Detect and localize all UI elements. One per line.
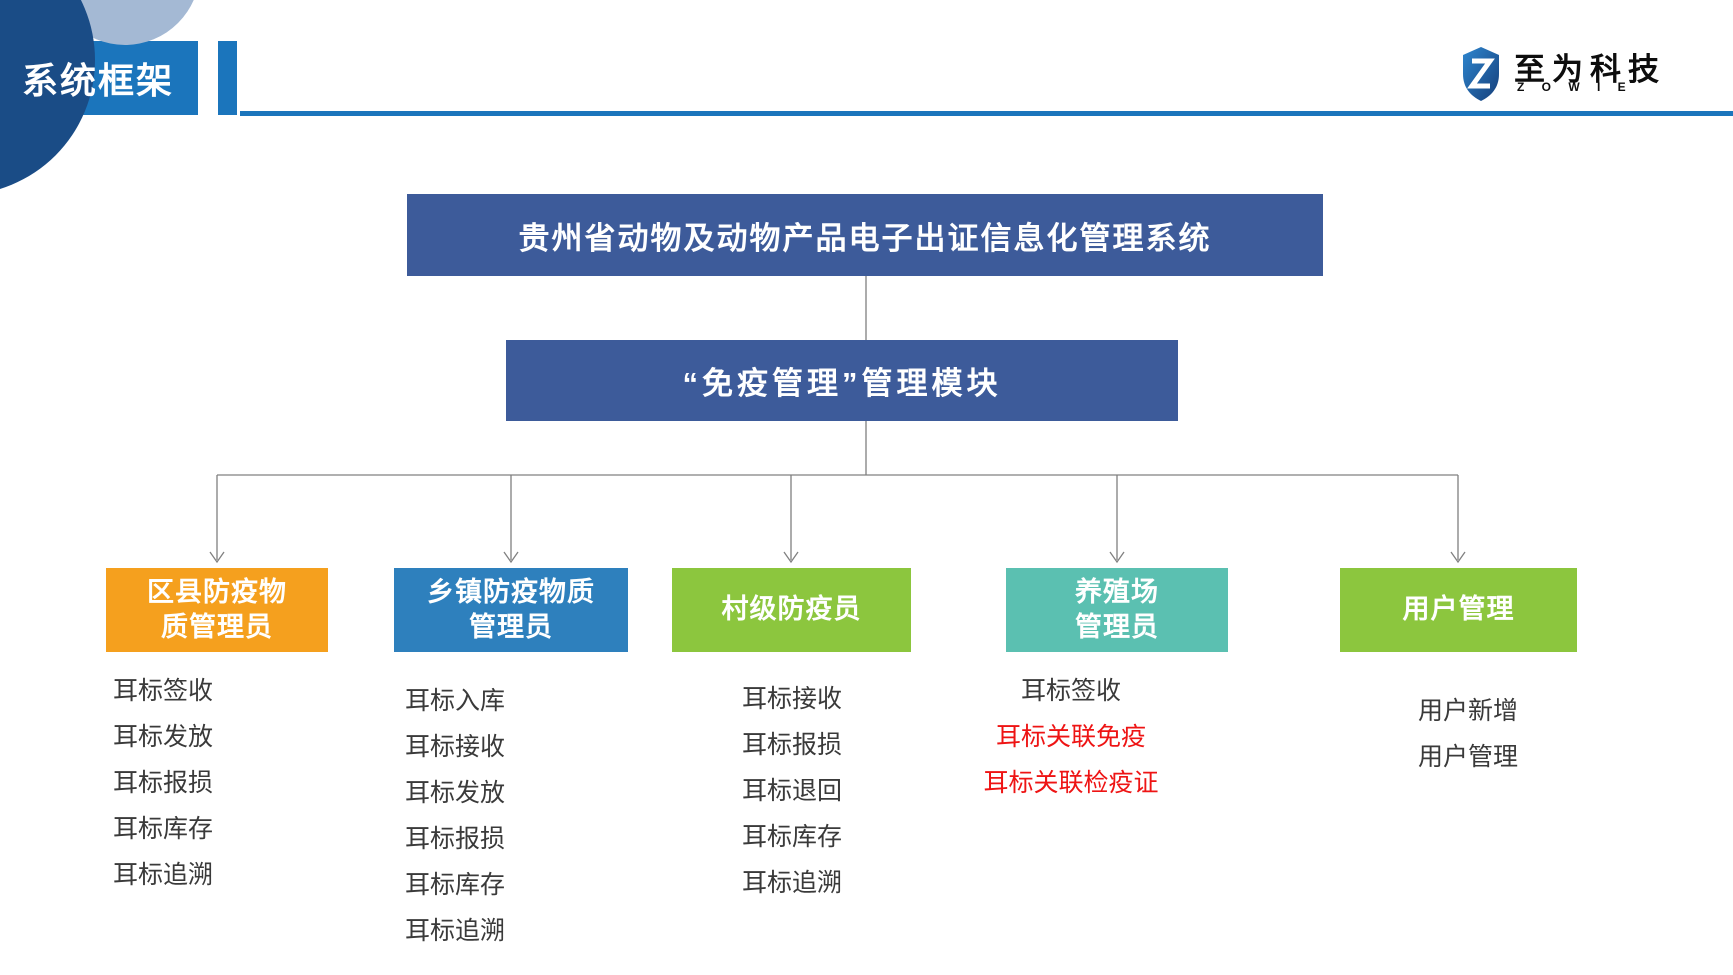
org-column-farm: 养殖场管理员 耳标签收耳标关联免疫耳标关联检疫证 — [983, 568, 1228, 806]
role-item-list: 耳标入库耳标接收耳标发放耳标报损耳标库存耳标追溯 — [405, 678, 628, 954]
function-item: 耳标关联免疫 — [995, 723, 1146, 751]
role-box-label-line: 乡镇防疫物质 — [427, 576, 595, 607]
zowie-shield-logo-icon — [1463, 47, 1499, 101]
role-box-label-line: 管理员 — [469, 612, 553, 642]
function-item: 耳标追溯 — [742, 869, 843, 897]
function-item: 耳标接收 — [405, 733, 506, 761]
role-box-label-line: 村级防疫员 — [721, 594, 862, 625]
function-item: 耳标报损 — [405, 825, 506, 853]
logo-subtitle-text: Z O W I E — [1517, 80, 1633, 94]
page-title: 系统框架 — [22, 60, 175, 101]
org-column-users: 用户管理 用户新增用户管理 — [1340, 568, 1577, 780]
function-item: 耳标退回 — [742, 777, 843, 805]
function-item: 耳标发放 — [405, 779, 506, 807]
function-item: 耳标库存 — [742, 823, 843, 851]
role-box: 村级防疫员 — [672, 568, 911, 652]
org-column-district: 区县防疫物质管理员 耳标签收耳标发放耳标报损耳标库存耳标追溯 — [106, 568, 328, 898]
role-box: 乡镇防疫物质管理员 — [394, 568, 628, 652]
org-column-township: 乡镇防疫物质管理员 耳标入库耳标接收耳标发放耳标报损耳标库存耳标追溯 — [394, 568, 628, 954]
function-item: 耳标签收 — [1020, 677, 1121, 705]
logo-name-text: 至为科技 — [1514, 52, 1666, 87]
function-item: 耳标发放 — [113, 723, 214, 751]
role-box-label-line: 区县防疫物 — [147, 576, 287, 607]
function-item: 耳标报损 — [113, 769, 214, 797]
role-box-label-line: 养殖场 — [1075, 576, 1159, 607]
function-item: 耳标关联检疫证 — [983, 769, 1159, 797]
function-item: 耳标报损 — [742, 731, 843, 759]
company-logo: 至为科技 Z O W I E — [1462, 44, 1722, 104]
function-item: 耳标入库 — [405, 687, 506, 715]
function-item: 耳标签收 — [113, 677, 214, 705]
function-item: 用户管理 — [1418, 743, 1519, 771]
function-item: 耳标追溯 — [113, 861, 214, 889]
role-box-label-line: 用户管理 — [1402, 594, 1515, 625]
org-column-village: 村级防疫员 耳标接收耳标报损耳标退回耳标库存耳标追溯 — [672, 568, 911, 906]
role-item-list: 耳标接收耳标报损耳标退回耳标库存耳标追溯 — [742, 676, 911, 906]
function-item: 耳标库存 — [113, 815, 214, 843]
role-item-list: 用户新增用户管理 — [1418, 688, 1577, 780]
role-item-list: 耳标签收耳标关联免疫耳标关联检疫证 — [960, 668, 1182, 806]
role-box: 用户管理 — [1340, 568, 1577, 652]
org-root-node: 贵州省动物及动物产品电子出证信息化管理系统 — [407, 194, 1323, 276]
role-box-label-line: 质管理员 — [161, 612, 273, 642]
role-item-list: 耳标签收耳标发放耳标报损耳标库存耳标追溯 — [113, 668, 328, 898]
role-box: 区县防疫物质管理员 — [106, 568, 328, 652]
org-module-node: “免疫管理”管理模块 — [506, 340, 1178, 421]
function-item: 耳标追溯 — [405, 917, 506, 945]
function-item: 用户新增 — [1418, 697, 1519, 725]
title-banner-accent-bar — [218, 41, 237, 115]
header-divider-line — [240, 111, 1733, 116]
role-box-label-line: 管理员 — [1075, 612, 1159, 642]
function-item: 耳标库存 — [405, 871, 506, 899]
role-box: 养殖场管理员 — [1006, 568, 1228, 652]
function-item: 耳标接收 — [742, 685, 843, 713]
